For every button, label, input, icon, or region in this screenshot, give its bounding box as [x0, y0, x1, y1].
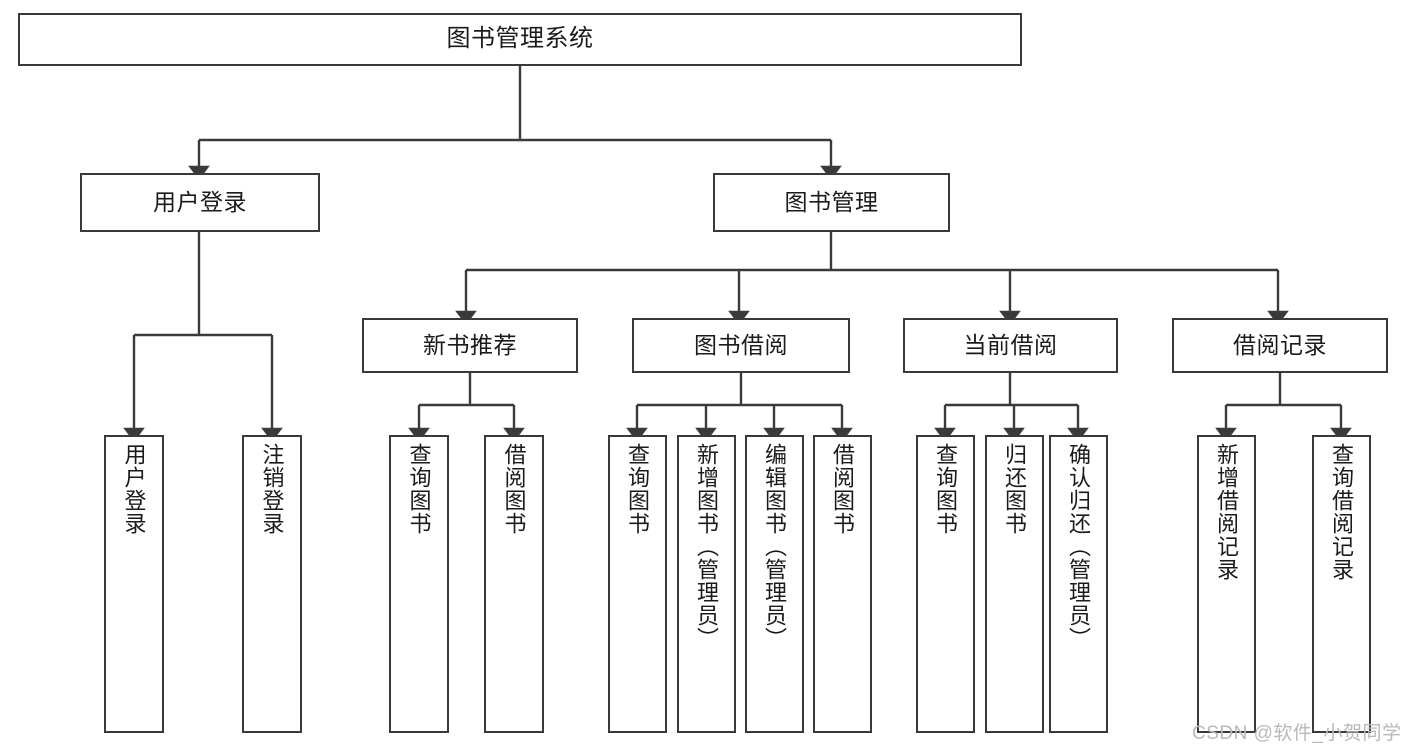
node-borrow[interactable]: 图书借阅: [632, 318, 850, 373]
node-leaf-rec-query[interactable]: 查询借阅记录: [1312, 435, 1371, 733]
node-label: 借阅记录: [1233, 331, 1327, 358]
node-label: 借阅图书: [501, 443, 527, 535]
node-label: 图书借阅: [694, 331, 788, 358]
node-label: 查询图书: [933, 443, 959, 535]
node-label: 新增图书（管理员）: [694, 443, 720, 650]
watermark: CSDN @软件_小贺同学: [1192, 723, 1402, 744]
node-label: 注销登录: [259, 443, 285, 535]
node-label: 图书管理系统: [446, 25, 594, 53]
node-leaf-bw-borrow[interactable]: 借阅图书: [813, 435, 872, 733]
node-label: 用户登录: [121, 443, 147, 535]
node-leaf-nb-borrow[interactable]: 借阅图书: [484, 435, 544, 733]
node-leaf-bw-query[interactable]: 查询图书: [608, 435, 667, 733]
node-leaf-rec-add[interactable]: 新增借阅记录: [1197, 435, 1256, 733]
node-label: 图书管理: [784, 188, 879, 215]
node-label: 确认归还（管理员）: [1066, 443, 1092, 650]
node-label: 借阅图书: [830, 443, 856, 535]
node-leaf-bw-edit[interactable]: 编辑图书（管理员）: [745, 435, 804, 733]
node-label: 用户登录: [153, 188, 247, 215]
node-leaf-cur-query[interactable]: 查询图书: [916, 435, 975, 733]
node-label: 当前借阅: [963, 331, 1058, 358]
node-label: 编辑图书（管理员）: [762, 443, 788, 650]
node-newbook[interactable]: 新书推荐: [362, 318, 578, 373]
node-leaf-cur-confirm[interactable]: 确认归还（管理员）: [1049, 435, 1108, 733]
node-login[interactable]: 用户登录: [80, 173, 320, 232]
node-bookmgmt[interactable]: 图书管理: [713, 173, 950, 232]
node-current[interactable]: 当前借阅: [903, 318, 1118, 373]
node-label: 归还图书: [1002, 443, 1028, 535]
node-label: 查询图书: [406, 443, 432, 535]
node-leaf-user-logout[interactable]: 注销登录: [242, 435, 302, 733]
node-label: 查询借阅记录: [1329, 443, 1355, 581]
node-leaf-nb-query[interactable]: 查询图书: [389, 435, 449, 733]
node-root[interactable]: 图书管理系统: [18, 13, 1022, 66]
node-leaf-bw-add[interactable]: 新增图书（管理员）: [677, 435, 736, 733]
node-records[interactable]: 借阅记录: [1172, 318, 1388, 373]
node-leaf-cur-return[interactable]: 归还图书: [985, 435, 1044, 733]
connector-lines: [123, 66, 1352, 443]
node-leaf-user-login[interactable]: 用户登录: [104, 435, 164, 733]
node-label: 查询图书: [625, 443, 651, 535]
node-label: 新书推荐: [423, 331, 517, 358]
node-label: 新增借阅记录: [1214, 443, 1240, 581]
